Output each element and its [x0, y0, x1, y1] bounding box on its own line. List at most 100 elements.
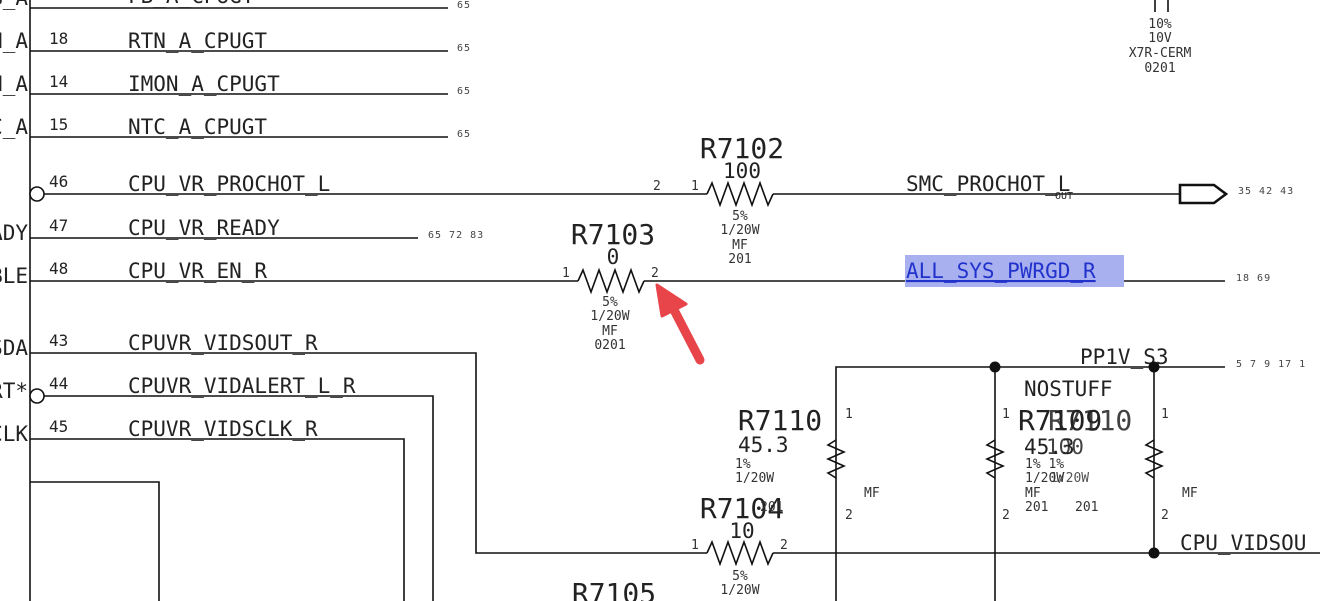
resistor-r7104: R7104 10 201 1 2 5% 1/20W [691, 492, 1320, 598]
r7103-symbol [577, 267, 645, 295]
resistor-r7109: 1 2 NOSTUFF R7109 R7110 45.3 100 1% 1% 1… [985, 367, 1132, 601]
resistor-right: 1 2 MF [1144, 367, 1198, 554]
resistor-r7103: R7103 0 1 2 5% 1/20W MF 0201 [562, 218, 1225, 353]
net-label-sclk: CPUVR_VIDSCLK_R [128, 417, 318, 441]
sheet-ref-imon: 65 [457, 86, 471, 97]
net-label-imon: IMON_A_CPUGT [128, 72, 280, 96]
cap-tolerance: 10% [1148, 17, 1172, 32]
net-sub-out: OUT [1055, 191, 1073, 202]
r7102-value: 100 [723, 159, 761, 183]
capacitor-top: 10% 10V X7R-CERM 0201 [1129, 0, 1192, 76]
r7104-value: 10 [729, 519, 754, 543]
r7109-pin-1-label: 1 [1002, 407, 1010, 422]
r7104-pin-2-label: 2 [780, 538, 788, 553]
r7104-size: 201 [760, 500, 783, 515]
signal-ready: 47 CPU_VR_READY 65 72 83 [30, 216, 484, 241]
r7104-pin-1-label: 1 [691, 538, 699, 553]
r7109-overlap-value: 100 [1046, 435, 1084, 459]
r7102-pin-1-label: 1 [691, 179, 699, 194]
sheet-ref-ready: 65 72 83 [428, 230, 484, 241]
sheet-ref-rtn: 65 [457, 43, 471, 54]
ic-pin-name-alert: RT* [0, 379, 28, 403]
ic-pin-name-enable: BLE [0, 264, 28, 288]
signal-enable: 48 CPU_VR_EN_R [30, 259, 578, 283]
resistor-r7110: R7110 45.3 1% 1/20W 1 2 MF [735, 404, 880, 523]
sheet-ref-ntc: 65 [457, 129, 471, 140]
pin-number-imon: 14 [49, 72, 68, 91]
rail-pp1v-s3: PP1V_S3 5 7 9 17 1 [835, 345, 1306, 601]
net-label-alert: CPUVR_VIDALERT_L_R [128, 374, 356, 398]
net-label-enable: CPU_VR_EN_R [128, 259, 267, 283]
pin-number-ready: 47 [49, 216, 68, 235]
r7104-symbol [706, 539, 774, 567]
r7102-type: MF [732, 238, 748, 253]
r7110-pin-2-label: 2 [845, 508, 853, 523]
ic-pin-name-ready: ADY [0, 221, 28, 245]
net-label-ntc: NTC_A_CPUGT [128, 115, 267, 139]
r7110-power: 1/20W [735, 471, 774, 486]
r7110-pin-1-label: 1 [845, 407, 853, 422]
r7103-power: 1/20W [590, 309, 629, 324]
net-label-fb: FB_A_CPUGT [128, 0, 255, 8]
cap-size: 0201 [1144, 61, 1175, 76]
r7110-symbol [826, 439, 846, 479]
r7104-tolerance: 5% [732, 569, 748, 584]
r7109-type: MF [1025, 486, 1041, 501]
junction-dot [1148, 547, 1160, 559]
r7102-size: 201 [728, 252, 751, 267]
sheet-ref-smc-prochot: 35 42 43 [1238, 186, 1294, 197]
inversion-bubble-prochot [29, 186, 45, 202]
r7109-nostuff: NOSTUFF [1024, 377, 1113, 401]
r7104-power: 1/20W [720, 583, 759, 598]
net-label-sda: CPUVR_VIDSOUT_R [128, 331, 318, 355]
pin-number-enable: 48 [49, 259, 68, 278]
r7110-overlap-refdes: R7110 [1048, 404, 1132, 437]
r7109-refdes: R7109 [1018, 404, 1102, 437]
net-label-rtn: RTN_A_CPUGT [128, 29, 267, 53]
r7109-overlap-power: 1/20W [1050, 471, 1089, 486]
net-all-sys-pwrgd[interactable]: ALL_SYS_PWRGD_R 18 69 [905, 255, 1271, 287]
pin-number-sda: 43 [49, 331, 68, 350]
r7109-tolerance: 1% 1% [1025, 457, 1064, 472]
r7105-refdes: R7105 [572, 577, 656, 601]
resistor-r7102: R7102 100 2 1 5% 1/20W MF 201 [653, 132, 1180, 267]
r7110-type: MF [864, 486, 880, 501]
cap-dielectric: X7R-CERM [1129, 46, 1192, 61]
signal-fb: FB_A_CPUGT 65 [30, 0, 471, 11]
ic-pin-name-ntc: C_A [0, 115, 28, 139]
r7109-size-2: 201 [1075, 500, 1098, 515]
sub-block-outline [30, 481, 160, 601]
r-right-pin-1-label: 1 [1161, 407, 1169, 422]
r7110-value: 45.3 [738, 433, 789, 457]
net-label-smc-prochot: SMC_PROCHOT_L [906, 172, 1070, 196]
sheet-ref-pp1v-s3: 5 7 9 17 1 [1236, 359, 1306, 370]
net-label-prochot: CPU_VR_PROCHOT_L [128, 172, 330, 196]
r7103-pin-2-label: 2 [651, 266, 659, 281]
net-cpu-vidsout: CPU_VIDSOU [1148, 531, 1306, 559]
signal-rtn: 18 RTN_A_CPUGT 65 [30, 29, 471, 54]
ic-pin-name-imon: N_A [0, 72, 28, 96]
signal-sclk: 45 CPUVR_VIDSCLK_R [30, 417, 405, 601]
pin-number-alert: 44 [49, 374, 68, 393]
r-right-pin-2-label: 2 [1161, 508, 1169, 523]
r7103-value: 0 [607, 245, 620, 269]
r7102-pin-2-label-left: 2 [653, 179, 661, 194]
r7104-refdes: R7104 [700, 492, 784, 525]
pin-number-rtn: 18 [49, 29, 68, 48]
signal-alert: 44 CPUVR_VIDALERT_L_R [29, 374, 434, 601]
offpage-smc-prochot: SMC_PROCHOT_L OUT 35 42 43 [906, 172, 1294, 205]
inversion-bubble-alert [29, 388, 45, 404]
ic-pin-name-rtn: N_A [0, 29, 28, 53]
sheet-ref-fb: 65 [457, 0, 471, 11]
signal-imon: 14 IMON_A_CPUGT 65 [30, 72, 471, 97]
selection-highlight [905, 255, 1124, 287]
r7110-refdes: R7110 [738, 404, 822, 437]
r7109-value: 45.3 [1024, 435, 1075, 459]
pin-number-prochot: 46 [49, 172, 68, 191]
net-label-all-sys-pwrgd[interactable]: ALL_SYS_PWRGD_R [906, 259, 1096, 283]
sheet-ref-all-sys-pwrgd: 18 69 [1236, 273, 1271, 284]
offpage-arrow-icon [1178, 183, 1229, 205]
r-right-symbol [1144, 439, 1164, 479]
signal-prochot: 46 CPU_VR_PROCHOT_L [29, 172, 707, 202]
